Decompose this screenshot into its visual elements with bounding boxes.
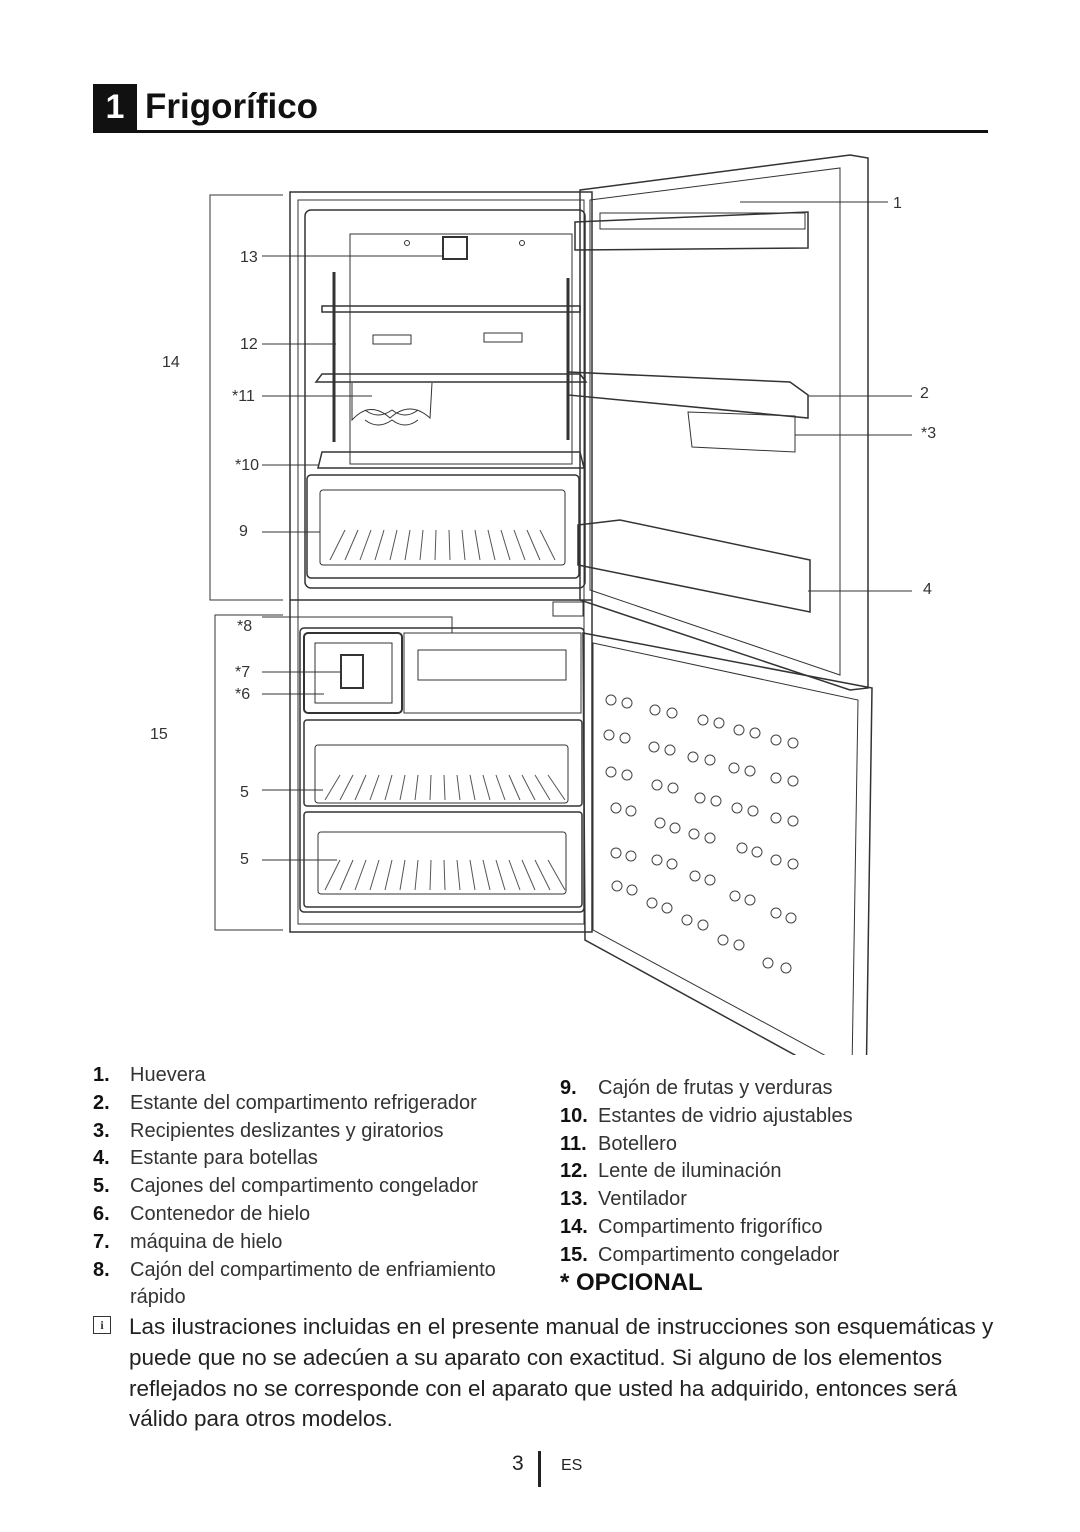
legend-item: 7.máquina de hielo (93, 1230, 283, 1253)
language-code: ES (561, 1457, 583, 1474)
callout-15: 15 (150, 726, 168, 743)
legend-item: 9.Cajón de frutas y verduras (560, 1077, 833, 1099)
legend-item: 14.Compartimento frigorífico (560, 1215, 823, 1238)
callout-9: 9 (239, 523, 248, 540)
legend-right: 9.Cajón de frutas y verduras 10.Estantes… (560, 1075, 980, 1270)
legend-item: 13.Ventilador (560, 1188, 687, 1211)
callout-1: 1 (893, 195, 902, 212)
legend-item: 1.Huevera (93, 1064, 206, 1086)
title-divider (93, 130, 988, 133)
callout-8: *8 (237, 618, 252, 635)
callout-2: 2 (920, 385, 929, 402)
legend-item: 3.Recipientes deslizantes y giratorios (93, 1119, 444, 1142)
legend-item: 4.Estante para botellas (93, 1147, 318, 1170)
footer-divider (538, 1451, 541, 1487)
callout-11: *11 (232, 388, 255, 405)
callout-5a: 5 (240, 784, 249, 801)
callout-4: 4 (923, 581, 932, 598)
info-icon: i (93, 1316, 111, 1334)
legend-item: 2.Estante del compartimento refrigerador (93, 1091, 477, 1114)
legend-item: 12.Lente de iluminación (560, 1160, 782, 1183)
legend-item: 6.Contenedor de hielo (93, 1202, 311, 1225)
optional-label: * OPCIONAL (560, 1269, 703, 1296)
note-text: Las ilustraciones incluidas en el presen… (129, 1314, 994, 1432)
callout-6: *6 (235, 686, 250, 703)
fridge-diagram: 1 2 *3 4 5 5 *6 *7 *8 9 *10 *11 12 13 14… (150, 154, 936, 1055)
callout-3: *3 (921, 425, 936, 442)
section-number: 1 (93, 84, 137, 130)
legend-left: 1.Huevera 2.Estante del compartimento re… (93, 1062, 533, 1312)
callout-5b: 5 (240, 851, 249, 868)
legend-item: 5.Cajones del compartimento congelador (93, 1175, 478, 1198)
callout-12: 12 (240, 336, 258, 353)
page-number: 3 (512, 1452, 524, 1475)
legend-item: 8.Cajón del compartimento de enfriamient… (93, 1258, 496, 1309)
callout-7: *7 (235, 664, 250, 681)
callout-10: *10 (235, 457, 259, 474)
page-title: Frigorífico (145, 87, 319, 126)
legend-item: 10.Estantes de vidrio ajustables (560, 1104, 853, 1127)
callout-14: 14 (162, 354, 180, 371)
legend-item: 11.Botellero (560, 1132, 677, 1155)
callout-13: 13 (240, 249, 258, 266)
legend-item: 15.Compartimento congelador (560, 1243, 840, 1266)
